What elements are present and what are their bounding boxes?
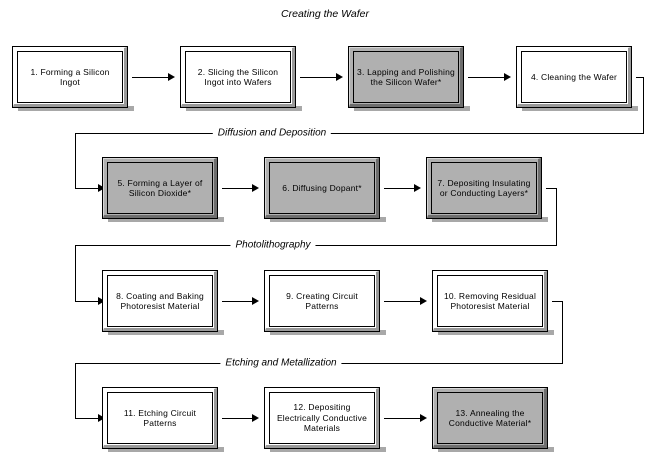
connector-into-step5 xyxy=(75,188,102,189)
step-box-12[interactable]: 12. Depositing Electrically Conductive M… xyxy=(264,387,380,449)
connector-11-12 xyxy=(222,418,254,419)
box-shadow xyxy=(438,330,554,335)
arrow-head xyxy=(420,414,427,422)
section-line-diffusion xyxy=(75,133,644,134)
connector-row2-exit xyxy=(546,188,557,189)
section-line-photolithography xyxy=(75,245,557,246)
connector-etching-down xyxy=(75,363,76,418)
connector-3-4 xyxy=(468,77,506,78)
box-shadow xyxy=(270,217,386,222)
arrow-head xyxy=(168,73,175,81)
connector-row3-down xyxy=(562,301,563,363)
step-box-6[interactable]: 6. Diffusing Dopant* xyxy=(264,157,380,219)
box-shadow xyxy=(270,447,386,452)
step-label-12: 12. Depositing Electrically Conductive M… xyxy=(269,392,375,444)
step-label-2: 2. Slicing the Silicon Ingot into Wafers xyxy=(185,51,291,103)
connector-row3-exit xyxy=(552,301,563,302)
step-box-11[interactable]: 11. Etching Circuit Patterns xyxy=(102,387,218,449)
arrow-head xyxy=(252,184,259,192)
connector-row2-down xyxy=(556,188,557,245)
arrow-head xyxy=(252,414,259,422)
arrow-head xyxy=(98,184,105,192)
arrow-head xyxy=(98,297,105,305)
connector-row1-down xyxy=(643,77,644,133)
box-shadow xyxy=(438,447,554,452)
box-shadow xyxy=(354,106,470,111)
step-box-8[interactable]: 8. Coating and Baking Photoresist Materi… xyxy=(102,270,218,332)
step-box-5[interactable]: 5. Forming a Layer of Silicon Dioxide* xyxy=(102,157,218,219)
step-box-7[interactable]: 7. Depositing Insulating or Conducting L… xyxy=(426,157,542,219)
connector-diffusion-down xyxy=(75,133,76,188)
arrow-head xyxy=(414,184,421,192)
box-shadow xyxy=(186,106,302,111)
step-box-13[interactable]: 13. Annealing the Conductive Material* xyxy=(432,387,548,449)
step-label-3: 3. Lapping and Polishing the Silicon Waf… xyxy=(353,51,459,103)
step-box-9[interactable]: 9. Creating Circuit Patterns xyxy=(264,270,380,332)
box-shadow xyxy=(432,217,548,222)
step-label-6: 6. Diffusing Dopant* xyxy=(269,162,375,214)
box-shadow xyxy=(18,106,134,111)
connector-into-step8 xyxy=(75,301,102,302)
connector-12-13 xyxy=(384,418,422,419)
diagram-title: Creating the Wafer xyxy=(281,8,369,20)
step-box-4[interactable]: 4. Cleaning the Wafer xyxy=(516,46,632,108)
step-box-2[interactable]: 2. Slicing the Silicon Ingot into Wafers xyxy=(180,46,296,108)
step-box-3[interactable]: 3. Lapping and Polishing the Silicon Waf… xyxy=(348,46,464,108)
arrow-head xyxy=(252,297,259,305)
arrow-head xyxy=(420,297,427,305)
box-shadow xyxy=(108,447,224,452)
arrow-head xyxy=(98,414,105,422)
step-box-1[interactable]: 1. Forming a Silicon Ingot xyxy=(12,46,128,108)
box-shadow xyxy=(522,106,638,111)
connector-photo-down xyxy=(75,245,76,301)
box-shadow xyxy=(270,330,386,335)
step-label-11: 11. Etching Circuit Patterns xyxy=(107,392,213,444)
connector-into-step11 xyxy=(75,418,102,419)
connector-row1-exit xyxy=(636,77,644,78)
connector-8-9 xyxy=(222,301,254,302)
connector-2-3 xyxy=(300,77,338,78)
section-label-diffusion: Diffusion and Deposition xyxy=(212,127,332,139)
step-label-1: 1. Forming a Silicon Ingot xyxy=(17,51,123,103)
section-label-photolithography: Photolithography xyxy=(230,239,316,251)
box-shadow xyxy=(108,217,224,222)
step-label-4: 4. Cleaning the Wafer xyxy=(521,51,627,103)
step-label-9: 9. Creating Circuit Patterns xyxy=(269,275,375,327)
box-shadow xyxy=(108,330,224,335)
step-label-10: 10. Removing Residual Photoresist Materi… xyxy=(437,275,543,327)
step-box-10[interactable]: 10. Removing Residual Photoresist Materi… xyxy=(432,270,548,332)
connector-9-10 xyxy=(384,301,422,302)
arrow-head xyxy=(504,73,511,81)
connector-1-2 xyxy=(132,77,170,78)
connector-5-6 xyxy=(222,188,254,189)
section-label-etching: Etching and Metallization xyxy=(220,357,342,369)
step-label-13: 13. Annealing the Conductive Material* xyxy=(437,392,543,444)
connector-6-7 xyxy=(384,188,416,189)
arrow-head xyxy=(336,73,343,81)
step-label-8: 8. Coating and Baking Photoresist Materi… xyxy=(107,275,213,327)
step-label-7: 7. Depositing Insulating or Conducting L… xyxy=(431,162,537,214)
step-label-5: 5. Forming a Layer of Silicon Dioxide* xyxy=(107,162,213,214)
